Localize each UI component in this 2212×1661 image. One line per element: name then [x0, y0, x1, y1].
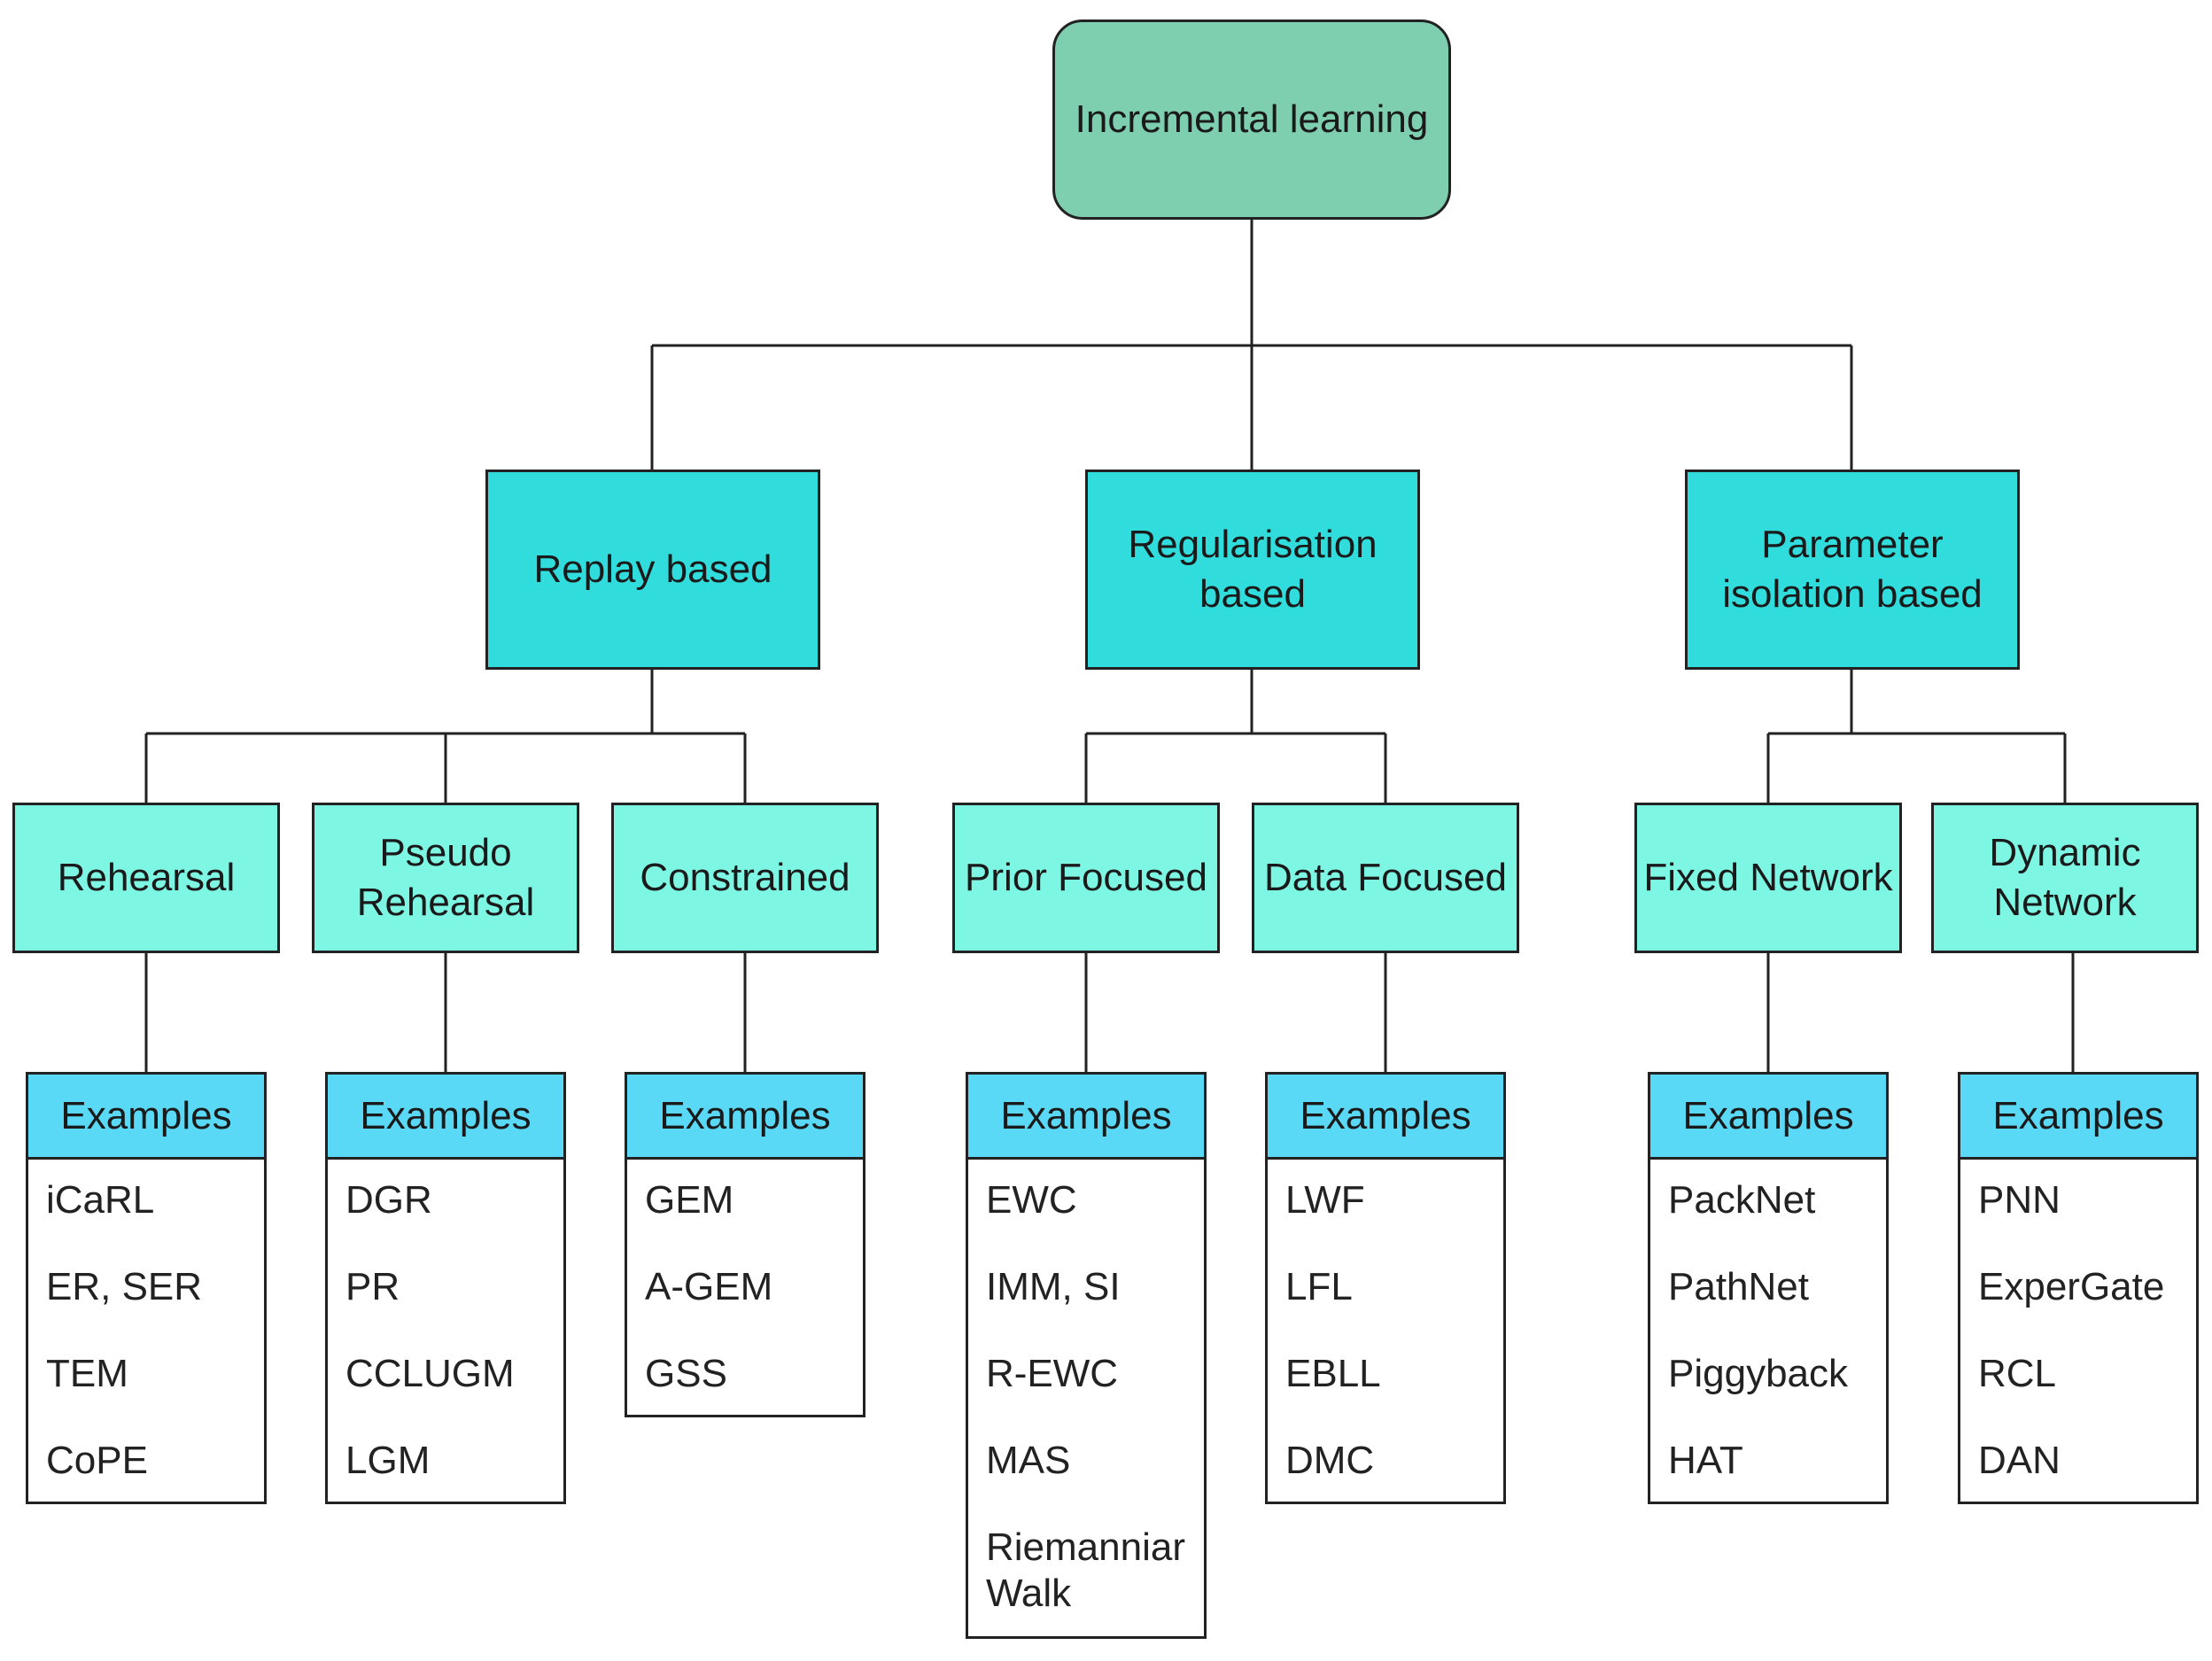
- examples-header: Examples: [1268, 1075, 1503, 1160]
- subcategory-fixed-network: Fixed Network: [1634, 803, 1902, 953]
- example-item: Piggyback: [1668, 1352, 1849, 1395]
- subcategory-rehearsal: Rehearsal: [12, 803, 280, 953]
- examples-header: Examples: [968, 1075, 1204, 1160]
- example-item: PR: [345, 1265, 400, 1308]
- example-item: ExperGate: [1978, 1265, 2165, 1308]
- example-item: GEM: [645, 1178, 734, 1222]
- root-node: Incremental learning: [1052, 19, 1451, 220]
- subcategory-prior-focused: Prior Focused: [952, 803, 1220, 953]
- examples-header: Examples: [28, 1075, 264, 1160]
- examples-header: Examples: [627, 1075, 863, 1160]
- example-item: DMC: [1285, 1439, 1375, 1482]
- example-item: R-EWC: [986, 1352, 1119, 1395]
- example-item: LWF: [1285, 1178, 1365, 1222]
- examples-box-rehearsal: Examples iCaRL ER, SER TEM CoPE: [26, 1072, 267, 1504]
- example-item: RCL: [1978, 1352, 2057, 1395]
- examples-header: Examples: [1960, 1075, 2196, 1160]
- example-item: EWC: [986, 1178, 1077, 1222]
- examples-header: Examples: [328, 1075, 563, 1160]
- example-item: PackNet: [1668, 1178, 1816, 1222]
- example-item: LFL: [1285, 1265, 1353, 1308]
- example-item: PNN: [1978, 1178, 2061, 1222]
- examples-header: Examples: [1650, 1075, 1886, 1160]
- example-item: PathNet: [1668, 1265, 1809, 1308]
- subcategory-data-focused: Data Focused: [1252, 803, 1519, 953]
- example-item: CoPE: [46, 1439, 148, 1482]
- example-item: TEM: [46, 1352, 128, 1395]
- example-item: MAS: [986, 1439, 1071, 1482]
- subcategory-constrained: Constrained: [611, 803, 879, 953]
- example-item: Riemanniar Walk: [986, 1525, 1185, 1615]
- example-item: DGR: [345, 1178, 432, 1222]
- examples-box-prior-focused: Examples EWC IMM, SI R-EWC MAS Riemannia…: [966, 1072, 1207, 1639]
- category-regularisation-based: Regularisation based: [1085, 470, 1420, 670]
- subcategory-dynamic-network: Dynamic Network: [1931, 803, 2199, 953]
- subcategory-pseudo-rehearsal: Pseudo Rehearsal: [312, 803, 579, 953]
- example-item: A-GEM: [645, 1265, 773, 1308]
- examples-box-constrained: Examples GEM A-GEM GSS: [625, 1072, 865, 1417]
- examples-box-fixed-network: Examples PackNet PathNet Piggyback HAT: [1648, 1072, 1889, 1504]
- example-item: DAN: [1978, 1439, 2061, 1482]
- example-item: GSS: [645, 1352, 727, 1395]
- examples-box-pseudo-rehearsal: Examples DGR PR CCLUGM LGM: [325, 1072, 566, 1504]
- example-item: ER, SER: [46, 1265, 203, 1308]
- example-item: iCaRL: [46, 1178, 155, 1222]
- category-replay-based: Replay based: [485, 470, 820, 670]
- example-item: HAT: [1668, 1439, 1743, 1482]
- example-item: CCLUGM: [345, 1352, 515, 1395]
- examples-box-dynamic-network: Examples PNN ExperGate RCL DAN: [1958, 1072, 2199, 1504]
- example-item: LGM: [345, 1439, 431, 1482]
- example-item: EBLL: [1285, 1352, 1381, 1395]
- category-parameter-isolation-based: Parameter isolation based: [1685, 470, 2020, 670]
- examples-box-data-focused: Examples LWF LFL EBLL DMC: [1265, 1072, 1506, 1504]
- example-item: IMM, SI: [986, 1265, 1121, 1308]
